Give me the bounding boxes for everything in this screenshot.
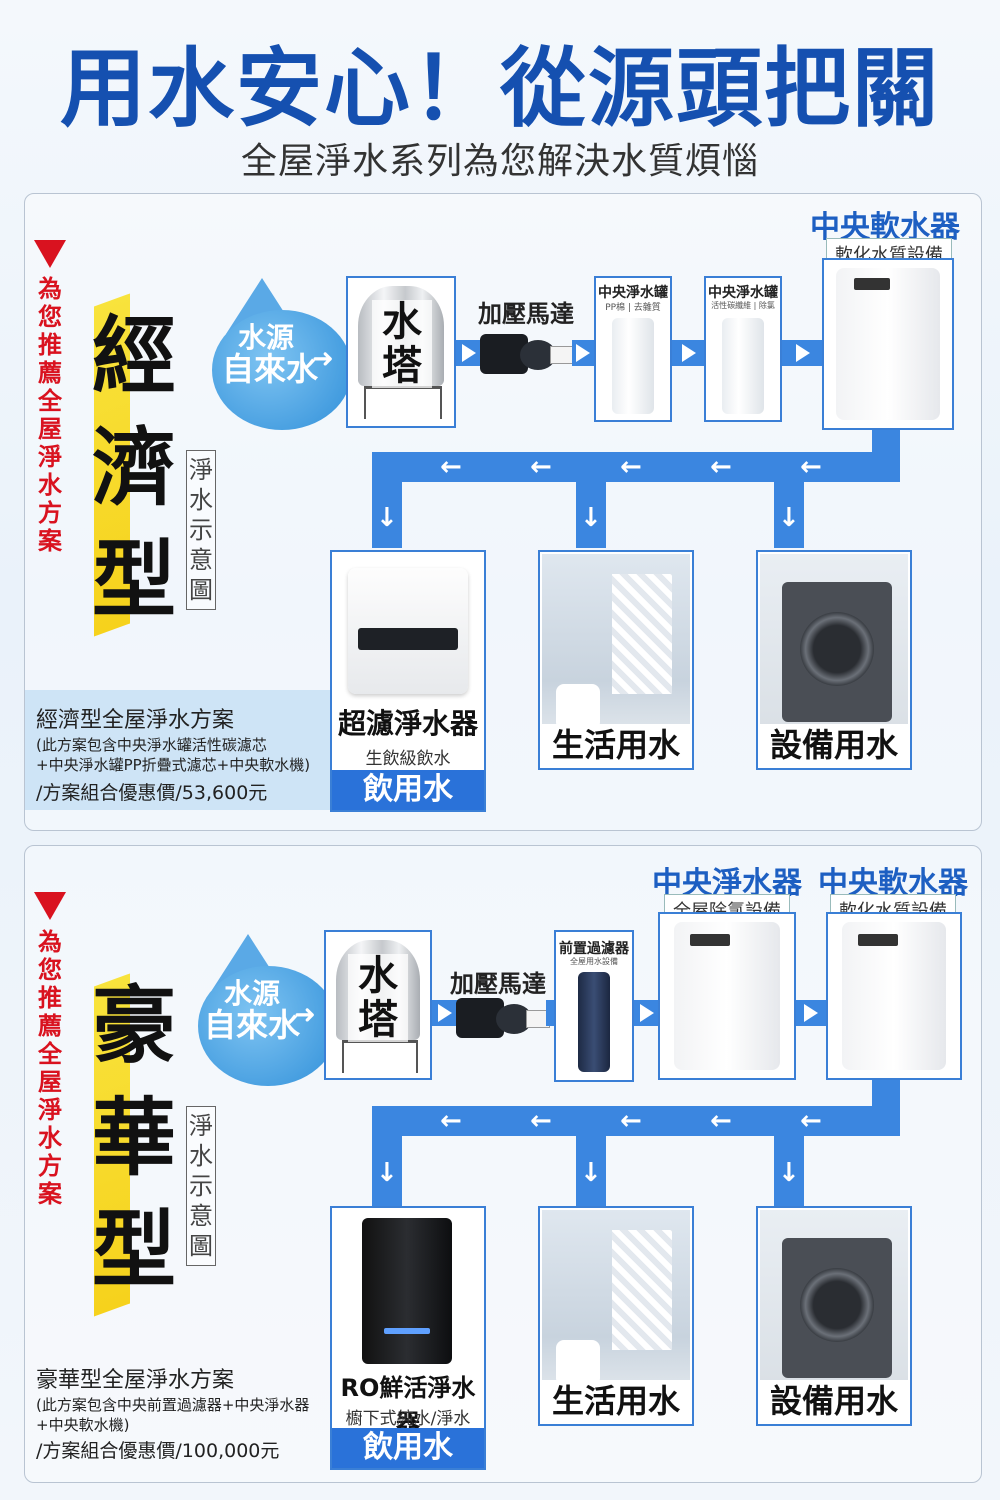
bathroom-image	[542, 1210, 690, 1422]
flow-arrow-icon	[796, 344, 810, 362]
page-subtitle: 全屋淨水系列為您解決水質煩惱	[240, 141, 759, 182]
arrow-down-icon: ↓	[580, 503, 602, 533]
flow-arrow-icon	[438, 1004, 452, 1022]
arrow-left-icon: ←	[530, 452, 552, 482]
central-filter-2-box: 中央淨水罐 活性碳纖維 | 除氯	[704, 276, 782, 422]
equipment-water-label: 設備用水	[760, 1380, 908, 1422]
softener-box	[822, 258, 954, 430]
arrow-left-icon: ←	[620, 452, 642, 482]
purifier-caption: RO鮮活淨水器	[340, 1374, 476, 1437]
flow-arrow-icon	[682, 344, 696, 362]
plan-type-label: 經濟型	[91, 307, 176, 629]
flow-arrow-icon	[462, 344, 476, 362]
arrow-left-icon: ←	[800, 1106, 822, 1136]
water-drop-shape	[212, 310, 352, 430]
tower-label: 水塔	[348, 954, 408, 1042]
drinking-water-box: 超濾淨水器 生飲級飲水 飲用水	[330, 550, 486, 812]
drinking-water-label: 飲用水	[332, 770, 484, 810]
prefilter-title: 前置過濾器	[559, 941, 629, 957]
prefilter-box: 前置過濾器 全屋用水設備	[554, 930, 634, 1082]
softener-box	[826, 912, 962, 1080]
prefilter-icon	[578, 972, 610, 1072]
flow-arrow-icon	[640, 1004, 654, 1022]
living-water-label: 生活用水	[542, 724, 690, 766]
plan-type-label: 豪華型	[91, 977, 176, 1299]
source-tap-label: 自來水	[204, 1006, 301, 1044]
purifier-sub: 櫥下式純水/淨水	[345, 1409, 471, 1429]
water-drop-shape	[198, 966, 338, 1086]
plan-info-box	[25, 690, 330, 810]
arrow-left-icon: ←	[620, 1106, 642, 1136]
diagram-label: 淨水示意圖	[186, 450, 216, 610]
living-water-label: 生活用水	[542, 1380, 690, 1422]
red-triangle-icon	[34, 240, 66, 268]
pump-label: 加壓馬達	[478, 300, 574, 328]
plan-info-detail-2: +中央軟水機)	[36, 1416, 130, 1434]
equipment-water-box: 設備用水	[756, 550, 912, 770]
arrow-down-icon: ↓	[580, 1158, 602, 1188]
tower-label: 水塔	[372, 300, 432, 388]
flow-arrow-icon	[576, 344, 590, 362]
ro-purifier-icon	[362, 1218, 452, 1364]
diagram-label: 淨水示意圖	[186, 1106, 216, 1266]
filter-1-title: 中央淨水罐	[598, 285, 668, 301]
filter-2-sub: 活性碳纖維 | 除氯	[711, 301, 775, 310]
drinking-water-box: RO鮮活淨水器 櫥下式純水/淨水 飲用水	[330, 1206, 486, 1470]
pump-label: 加壓馬達	[450, 970, 546, 998]
plan-info-title: 經濟型全屋淨水方案	[36, 708, 235, 733]
arrow-down-icon: ↓	[778, 503, 800, 533]
source-tap-label: 自來水	[222, 350, 319, 388]
living-water-box: 生活用水	[538, 550, 694, 770]
filter-2-title: 中央淨水罐	[708, 285, 778, 301]
equipment-water-box: 設備用水	[756, 1206, 912, 1426]
arrow-right-icon: ➜	[312, 344, 334, 374]
arrow-left-icon: ←	[710, 1106, 732, 1136]
side-label: 為您推薦全屋淨水方案	[38, 928, 62, 1208]
central-filter-1-box: 中央淨水罐 PP棉 | 去雜質	[594, 276, 672, 422]
tower-stand	[364, 386, 442, 419]
uf-purifier-icon	[348, 568, 468, 694]
water-tower-box: 水塔	[346, 276, 456, 428]
softener-icon	[842, 922, 946, 1070]
arrow-left-icon: ←	[800, 452, 822, 482]
plan-info-title: 豪華型全屋淨水方案	[36, 1368, 235, 1393]
arrow-down-icon: ↓	[376, 1158, 398, 1188]
plan-info-price: /方案組合優惠價/53,600元	[36, 782, 268, 804]
pump-icon	[456, 994, 550, 1046]
plan-info-detail-1: (此方案包含中央前置過濾器+中央淨水器	[36, 1396, 310, 1414]
prefilter-sub: 全屋用水設備	[570, 957, 618, 966]
tower-stand	[342, 1040, 418, 1073]
flow-arrow-icon	[804, 1004, 818, 1022]
arrow-down-icon: ↓	[778, 1158, 800, 1188]
softener-icon	[836, 268, 940, 420]
arrow-left-icon: ←	[440, 1106, 462, 1136]
plan-info-detail-2: +中央淨水罐PP折疊式濾芯+中央軟水機)	[36, 756, 311, 774]
drinking-water-label: 飲用水	[332, 1428, 484, 1468]
plan-info-detail-1: (此方案包含中央淨水罐活性碳濾芯	[36, 736, 267, 754]
living-water-box: 生活用水	[538, 1206, 694, 1426]
purifier-sub: 生飲級飲水	[365, 749, 451, 769]
central-purifier-box	[658, 912, 796, 1080]
purifier-caption: 超濾淨水器	[337, 707, 478, 740]
arrow-right-icon: ➜	[294, 1000, 316, 1030]
plan-info-price: /方案組合優惠價/100,000元	[36, 1440, 280, 1462]
arrow-left-icon: ←	[710, 452, 732, 482]
side-label: 為您推薦全屋淨水方案	[38, 275, 62, 555]
page-title: 用水安心！從源頭把關	[60, 39, 940, 139]
pump-icon	[480, 330, 574, 382]
equipment-water-label: 設備用水	[760, 724, 908, 766]
central-purifier-icon	[674, 922, 780, 1070]
filter-cartridge-icon	[612, 318, 654, 414]
filter-cartridge-icon	[722, 318, 764, 414]
filter-1-sub: PP棉 | 去雜質	[605, 303, 661, 313]
arrow-left-icon: ←	[440, 452, 462, 482]
source-label: 水源	[224, 977, 281, 1010]
source-label: 水源	[238, 321, 295, 354]
arrow-left-icon: ←	[530, 1106, 552, 1136]
water-tower-box: 水塔	[324, 930, 432, 1080]
arrow-down-icon: ↓	[376, 503, 398, 533]
red-triangle-icon	[34, 892, 66, 920]
